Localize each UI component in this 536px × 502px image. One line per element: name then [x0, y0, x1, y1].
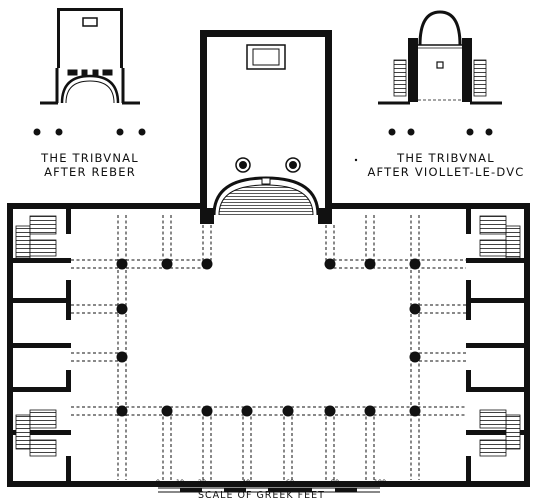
scale-tick-60: 60 — [285, 478, 295, 486]
tribunal-reber-line1: THE TRIBVNAL — [41, 151, 139, 165]
hall-columns — [116, 258, 421, 417]
scale-tick-40: 40 — [241, 478, 251, 486]
central-tribunal — [212, 44, 320, 216]
tribunal-viollet-title: THE TRIBVNAL AFTER VIOLLET-LE-DVC — [360, 151, 532, 179]
side-chambers — [13, 209, 524, 481]
tribunal-viollet-plan — [378, 10, 502, 105]
reber-columns — [33, 128, 146, 136]
scale-tick-80: 80 — [330, 478, 340, 486]
bullet-dot — [354, 158, 358, 162]
scale-tick-100: 100 — [373, 478, 387, 486]
scale-caption: SCALE OF GREEK FEET — [198, 490, 325, 501]
tribunal-reber-line2: AFTER REBER — [44, 165, 136, 179]
colonnade-lines — [71, 215, 466, 480]
scale-tick-10: 10 — [175, 478, 185, 486]
tribunal-reber-plan — [40, 8, 140, 105]
scale-bar — [158, 487, 380, 493]
scale-tick-0: 0 — [155, 478, 161, 486]
tribunal-viollet-line2: AFTER VIOLLET-LE-DVC — [367, 165, 525, 179]
viollet-columns — [388, 128, 493, 136]
tribunal-viollet-line1: THE TRIBVNAL — [397, 151, 495, 165]
scale-tick-20: 20 — [197, 478, 207, 486]
stairways — [15, 215, 521, 457]
main-hall-walls — [7, 30, 530, 487]
tribunal-reber-title: THE TRIBVNAL AFTER REBER — [20, 151, 160, 179]
